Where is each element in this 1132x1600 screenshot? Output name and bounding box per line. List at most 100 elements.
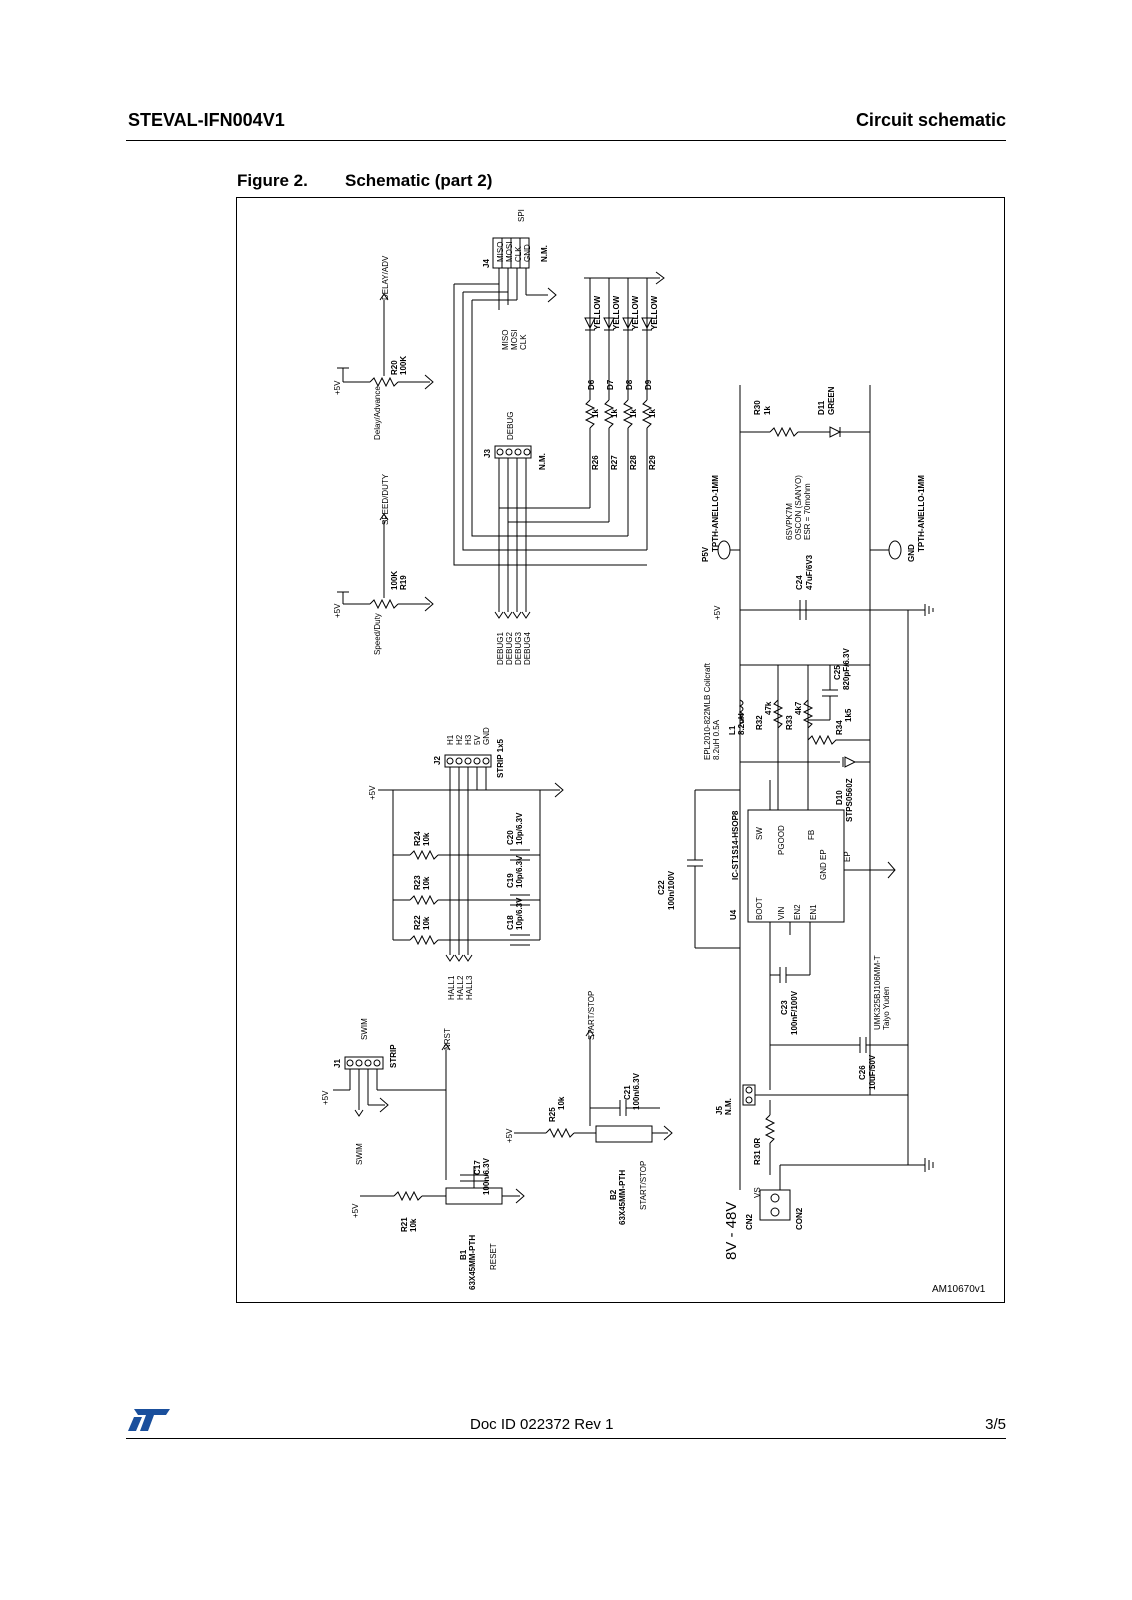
schematic-label: D9 xyxy=(644,379,653,390)
schematic-label: VS xyxy=(753,1187,762,1198)
schematic-label: R32 xyxy=(755,715,764,730)
j4-clk-pin: CLK xyxy=(514,246,523,262)
schematic-label: C24 xyxy=(795,575,804,590)
schematic-label: Delay/Advance xyxy=(373,386,382,440)
schematic-label: 47uF/6V3 xyxy=(805,554,814,590)
schematic-label: N.M. xyxy=(724,1098,733,1115)
page-number: 3/5 xyxy=(985,1416,1006,1433)
delay-advance-potentiometer: +5V DELAY/ADV Delay/Advance R20 100K xyxy=(333,255,434,440)
schematic-label: 1k xyxy=(610,409,619,418)
figure-number: Figure 2. xyxy=(237,171,308,190)
led-d7: YELLOW D7 1k R27 xyxy=(603,278,621,522)
schematic-label: STRIP xyxy=(389,1044,398,1068)
schematic-label: DEBUG3 xyxy=(514,632,523,665)
j4-mosi-pin: MOSI xyxy=(505,242,514,262)
j4-gnd-pin: GND xyxy=(523,244,532,262)
miso-net: MISO xyxy=(501,330,510,350)
schematic-label: J3 xyxy=(483,449,492,458)
schematic-label: CN2 xyxy=(745,1213,754,1230)
figure-title: Figure 2. Schematic (part 2) xyxy=(237,171,492,191)
schematic-label: FB xyxy=(807,830,816,840)
j4-label: J4 xyxy=(482,259,491,268)
schematic-label: 10k xyxy=(422,876,431,890)
schematic-label: R24 xyxy=(413,831,422,846)
schematic-label: STPS0560Z xyxy=(845,778,854,822)
schematic-label: STRIP 1x5 xyxy=(496,738,505,778)
schematic-label: 10p/6.3V xyxy=(515,897,524,930)
schematic-label: R21 xyxy=(400,1217,409,1232)
schematic-label: 47k xyxy=(764,701,773,715)
schematic-label: C19 xyxy=(506,873,515,888)
schematic-label: 63X45MM-PTH xyxy=(618,1170,627,1225)
schematic-label: DELAY/ADV xyxy=(381,255,390,300)
reset-button-b1: +5V R21 10k C17 100n/6.3V B1 63X45MM-PTH… xyxy=(351,1157,525,1290)
schematic-label: UMK325BJ106MM-T xyxy=(873,955,882,1030)
supply-range-label: 8V - 48V xyxy=(723,1202,740,1260)
schematic-label: H3 xyxy=(464,734,473,745)
debug-led-array: YELLOW D6 1k R26 YELLOW D7 1k R27 YELLOW… xyxy=(584,271,665,550)
schematic-label: R27 xyxy=(610,455,619,470)
schematic-label: NRST xyxy=(443,1028,452,1050)
schematic-label: 100nF/100V xyxy=(790,990,799,1035)
schematic-label: C17 xyxy=(473,1160,482,1175)
schematic-label: R19 xyxy=(399,575,408,590)
schematic-label: 1k xyxy=(763,406,772,415)
schematic-label: +5V xyxy=(351,1203,360,1218)
schematic-label: TPTH-ANELLO-1MM xyxy=(711,475,720,552)
schematic-label: D6 xyxy=(587,379,596,390)
spi-connector-j4: J4 SPI MISO MOSI CLK GND N.M. MISO MOSI … xyxy=(482,209,557,350)
schematic-label: 10k xyxy=(557,1096,566,1110)
swim-connector-j1: J1 SWIM STRIP +5V SWIM NRST xyxy=(321,1018,452,1180)
schematic-label: SPEED/DUTY xyxy=(381,473,390,525)
schematic-label: B2 xyxy=(609,1189,618,1200)
schematic-label: HALL2 xyxy=(456,975,465,1000)
schematic-label: 100n/100V xyxy=(667,870,676,910)
schematic-label: R33 xyxy=(785,715,794,730)
schematic-label: 8.2uH 0.5A xyxy=(712,719,721,760)
schematic-label: IC-ST1S14-HSOP8 xyxy=(731,810,740,880)
schematic-label: +5V xyxy=(321,1090,330,1105)
schematic-label: R22 xyxy=(413,915,422,930)
debug-connector-j3: J3 DEBUG N.M. DEBUG1 DEBUG2 DEBUG3 DEBUG… xyxy=(453,283,647,665)
schematic-label: +5V xyxy=(505,1128,514,1143)
doc-id: Doc ID 022372 Rev 1 xyxy=(470,1416,614,1433)
schematic-label: 10uF/50V xyxy=(868,1054,877,1090)
schematic-label: TPTH-ANELLO-1MM xyxy=(917,475,926,552)
schematic-label: 820pF/6.3V xyxy=(842,648,851,690)
schematic-label: +5V xyxy=(333,380,342,395)
schematic-label: GND xyxy=(482,727,491,745)
schematic-label: 63X45MM-PTH xyxy=(468,1235,477,1290)
schematic-label: HALL1 xyxy=(447,975,456,1000)
hall-connector-j2: J2 H1 H2 H3 5V GND STRIP 1x5 +5V HALL1 H… xyxy=(368,727,564,1000)
schematic-label: H1 xyxy=(446,734,455,745)
schematic-label: C26 xyxy=(858,1065,867,1080)
schematic-label: EN1 xyxy=(809,904,818,920)
figure-caption: Schematic (part 2) xyxy=(345,171,493,190)
schematic-label: SWIM xyxy=(360,1018,369,1040)
schematic-label: EP xyxy=(843,851,852,862)
schematic-label: D8 xyxy=(625,379,634,390)
schematic-label: R26 xyxy=(591,455,600,470)
led-d8: YELLOW D8 1k R28 xyxy=(622,278,640,536)
schematic-label: C23 xyxy=(780,1000,789,1015)
footer-rule xyxy=(126,1438,1006,1439)
schematic-label: L1 xyxy=(728,725,737,735)
schematic-label: 10k xyxy=(422,916,431,930)
schematic-label: 100K xyxy=(390,571,399,590)
mosi-net: MOSI xyxy=(510,330,519,350)
schematic-label: 10p/6.3V xyxy=(515,855,524,888)
schematic-frame xyxy=(236,197,1005,1303)
schematic-label: C21 xyxy=(623,1085,632,1100)
schematic-label: J5 xyxy=(715,1106,724,1115)
spi-label: SPI xyxy=(517,209,526,222)
schematic-label: H2 xyxy=(455,734,464,745)
schematic-label: RESET xyxy=(489,1243,498,1270)
schematic-label: START/STOP xyxy=(587,991,596,1040)
schematic-label: 100K xyxy=(399,356,408,375)
schematic-label: 6SVPK7M xyxy=(785,503,794,540)
schematic-label: YELLOW xyxy=(631,295,640,330)
document-name: STEVAL-IFN004V1 xyxy=(128,110,285,130)
clk-net: CLK xyxy=(519,334,528,350)
schematic-label: YELLOW xyxy=(650,295,659,330)
